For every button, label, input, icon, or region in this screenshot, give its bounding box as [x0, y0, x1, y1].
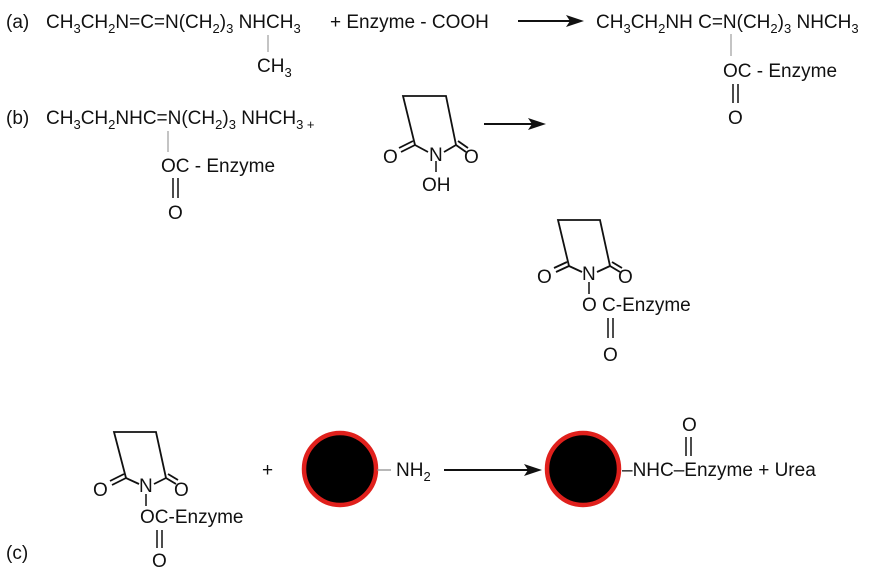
- nhs-o-left: O: [383, 147, 398, 168]
- plus-c: +: [262, 460, 273, 481]
- nhs-n: N: [429, 145, 443, 166]
- ester-b-o-left: O: [537, 267, 552, 288]
- ester-b-carbonyl-o: O: [603, 345, 618, 366]
- methyl-group: CH3: [257, 56, 292, 80]
- arrow-c: [444, 464, 542, 476]
- carbodiimide-formula: CH3CH2N=C=N(CH2)3 NHCH3: [46, 12, 301, 36]
- ester-b-oc-enzyme: O C-Enzyme: [582, 295, 691, 316]
- nhs-molecule: O N O OH: [383, 95, 479, 196]
- product-a-carbonyl-o: O: [728, 108, 743, 129]
- ester-b-n: N: [582, 264, 596, 285]
- ester-c-o-left: O: [93, 480, 108, 501]
- product-c-enzyme-urea: –NHC–Enzyme + Urea: [622, 460, 816, 481]
- nhs-o-right: O: [464, 147, 479, 168]
- bead-amine: [301, 430, 379, 508]
- intermediate-carbonyl-o: O: [168, 203, 183, 224]
- label-c: (c): [6, 543, 28, 564]
- ester-c-o-right: O: [174, 480, 189, 501]
- arrow-b: [484, 118, 546, 130]
- ester-c-oc-enzyme: OC-Enzyme: [140, 507, 243, 528]
- bead-enzyme: [544, 430, 622, 508]
- enzyme-cooh: + Enzyme - COOH: [330, 12, 489, 33]
- intermediate-oc-enzyme: OC - Enzyme: [161, 156, 275, 177]
- intermediate-formula: CH3CH2NHC=N(CH2)3 NHCH3 +: [46, 108, 315, 132]
- label-a: (a): [6, 12, 29, 33]
- product-c-carbonyl-o: O: [682, 415, 697, 436]
- nhs-ester-c: O N O OC-Enzyme O: [93, 431, 243, 569]
- reaction-b: (b) CH3CH2NHC=N(CH2)3 NHCH3 + OC - Enzym…: [6, 95, 691, 366]
- reaction-a: (a) CH3CH2N=C=N(CH2)3 NHCH3 CH3 + Enzyme…: [6, 12, 859, 129]
- ester-b-o-right: O: [618, 267, 633, 288]
- arrow-a: [518, 15, 584, 27]
- ester-c-n: N: [139, 476, 153, 497]
- nhs-oh: OH: [422, 175, 451, 196]
- label-b: (b): [6, 108, 29, 129]
- o-acylisourea-formula: CH3CH2NH C=N(CH2)3 NHCH3: [596, 12, 859, 36]
- nhs-ester: O N O O C-Enzyme O: [537, 219, 691, 366]
- reaction-c: O N O OC-Enzyme O (c) + NH2 O –NHC–Enzym…: [6, 415, 816, 569]
- ester-c-carbonyl-o: O: [152, 551, 167, 569]
- product-a-oc-enzyme: OC - Enzyme: [723, 61, 837, 82]
- amine-group: NH2: [396, 460, 431, 484]
